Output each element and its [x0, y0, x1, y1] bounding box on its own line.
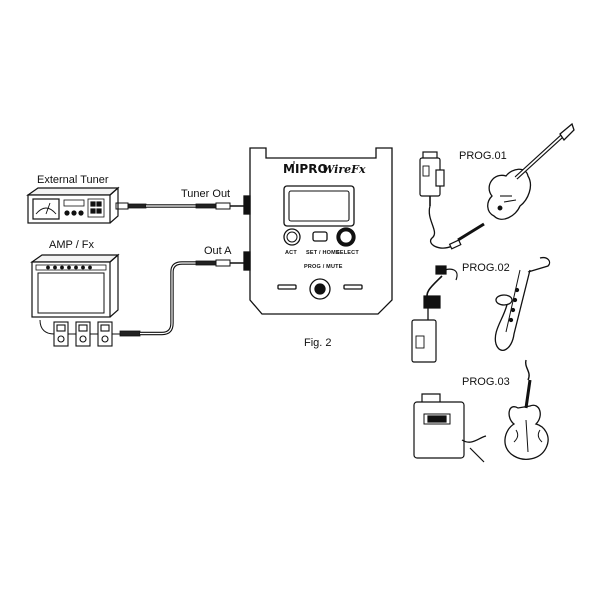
set-home-button-label: SET / HOME	[306, 250, 340, 256]
bodypack-transmitter-icon	[419, 151, 485, 250]
prog-03-label: PROG.03	[462, 376, 510, 388]
out-a-cable	[119, 259, 246, 337]
prog-02-label: PROG.02	[462, 262, 510, 274]
act-button-label: ACT	[285, 250, 297, 256]
out-a-label: Out A	[204, 245, 232, 257]
device-brand: MIPRO	[283, 162, 328, 176]
amp-icon	[30, 253, 120, 318]
receiver-device	[243, 147, 393, 315]
saxophone-icon	[494, 256, 551, 351]
effects-pedal-icon	[53, 321, 113, 347]
figure-caption: Fig. 2	[304, 337, 332, 349]
external-tuner-label: External Tuner	[37, 174, 109, 186]
select-button-label: SELECT	[336, 250, 359, 256]
bodypack-transmitter-icon	[413, 393, 487, 463]
external-tuner-icon	[26, 186, 120, 224]
tuner-out-label: Tuner Out	[181, 188, 231, 200]
tuner-out-cable	[115, 202, 246, 210]
device-model: WireFx	[322, 163, 366, 176]
clip-on-transmitter-icon	[411, 265, 458, 363]
electric-guitar-icon	[487, 122, 575, 220]
pedal-patch-cables	[39, 319, 120, 335]
amp-fx-label: AMP / Fx	[49, 239, 95, 251]
violin-icon	[504, 359, 549, 460]
prog-01-label: PROG.01	[459, 150, 507, 162]
prog-mute-label: PROG / MUTE	[304, 264, 343, 270]
